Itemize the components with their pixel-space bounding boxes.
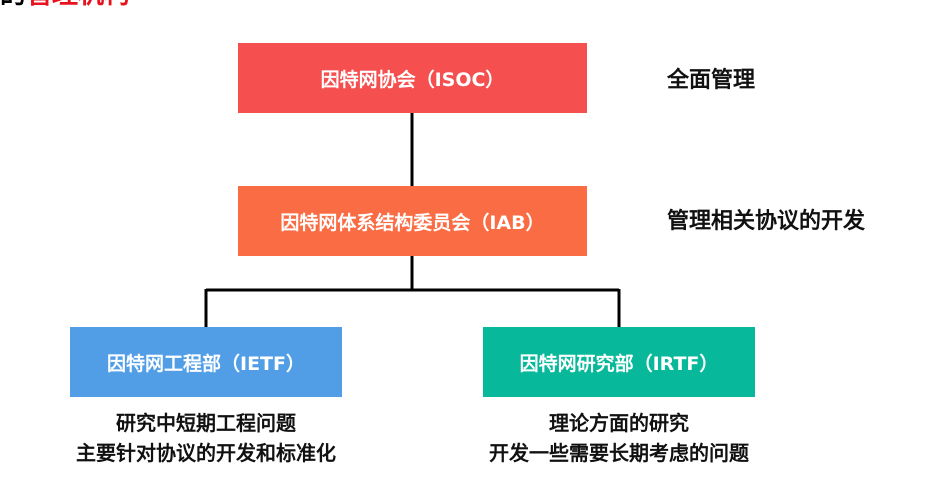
node-irtf: 因特网研究部（IRTF） — [483, 327, 755, 397]
desc-ietf: 研究中短期工程问题 主要针对协议的开发和标准化 — [26, 408, 386, 468]
desc-irtf: 理论方面的研究 开发一些需要长期考虑的问题 — [452, 408, 786, 468]
note-iab: 管理相关协议的开发 — [667, 209, 866, 234]
note-isoc: 全面管理 — [667, 68, 756, 93]
node-irtf-label: 因特网研究部（IRTF） — [519, 352, 719, 375]
node-isoc: 因特网协会（ISOC） — [238, 43, 587, 113]
node-iab: 因特网体系结构委员会（IAB） — [238, 186, 587, 256]
title-fragment-dark: 的 — [0, 0, 26, 10]
slide-title-fragment: 的管理机构 — [0, 0, 130, 10]
node-ietf: 因特网工程部（IETF） — [70, 327, 342, 397]
title-fragment-accent: 管理机构 — [26, 0, 130, 10]
node-ietf-label: 因特网工程部（IETF） — [107, 352, 305, 375]
desc-irtf-line1: 理论方面的研究 — [549, 411, 689, 435]
desc-irtf-line2: 开发一些需要长期考虑的问题 — [489, 441, 749, 465]
desc-ietf-line1: 研究中短期工程问题 — [116, 411, 296, 435]
desc-ietf-line2: 主要针对协议的开发和标准化 — [76, 441, 336, 465]
node-iab-label: 因特网体系结构委员会（IAB） — [280, 211, 545, 234]
node-isoc-label: 因特网协会（ISOC） — [320, 68, 505, 91]
